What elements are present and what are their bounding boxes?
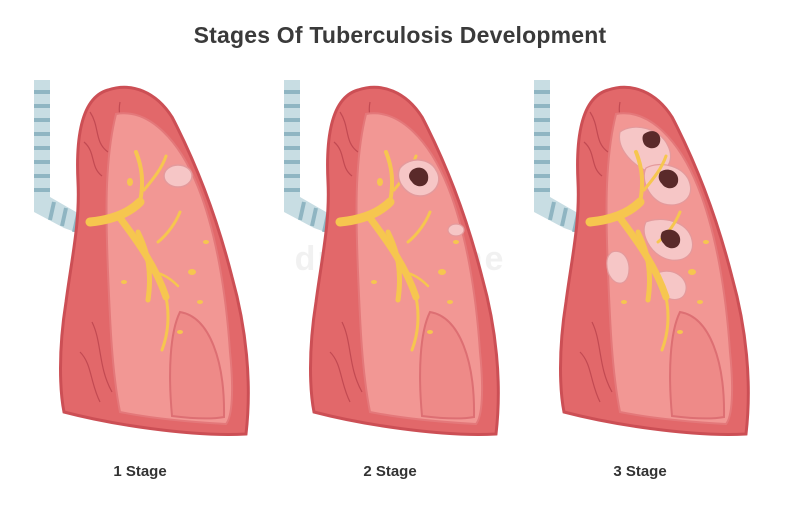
stage-label-2: 2 Stage — [363, 463, 417, 480]
bronchial-tree — [335, 150, 432, 352]
bronchial-spots — [621, 240, 709, 334]
diagram-title: Stages Of Tuberculosis Development — [193, 22, 607, 48]
lung-panel-stage-1 — [20, 72, 260, 472]
lung-panel-stage-3 — [520, 72, 760, 472]
lung-panel-stage-2 — [270, 72, 510, 472]
lung-illustration-stage-1 — [34, 80, 250, 436]
stage-label-3: 3 Stage — [613, 463, 667, 480]
small-lesion — [447, 223, 465, 237]
initial-lesion — [163, 164, 193, 188]
bronchial-tree — [585, 150, 682, 352]
cavities — [642, 131, 681, 249]
trachea — [284, 80, 348, 238]
lung-illustration-stage-2 — [284, 80, 500, 436]
bronchial-tree — [85, 150, 182, 352]
lesion-with-cavity — [397, 159, 440, 197]
lung-illustration-stage-3 — [534, 80, 750, 436]
stage-label-1: 1 Stage — [113, 463, 167, 480]
